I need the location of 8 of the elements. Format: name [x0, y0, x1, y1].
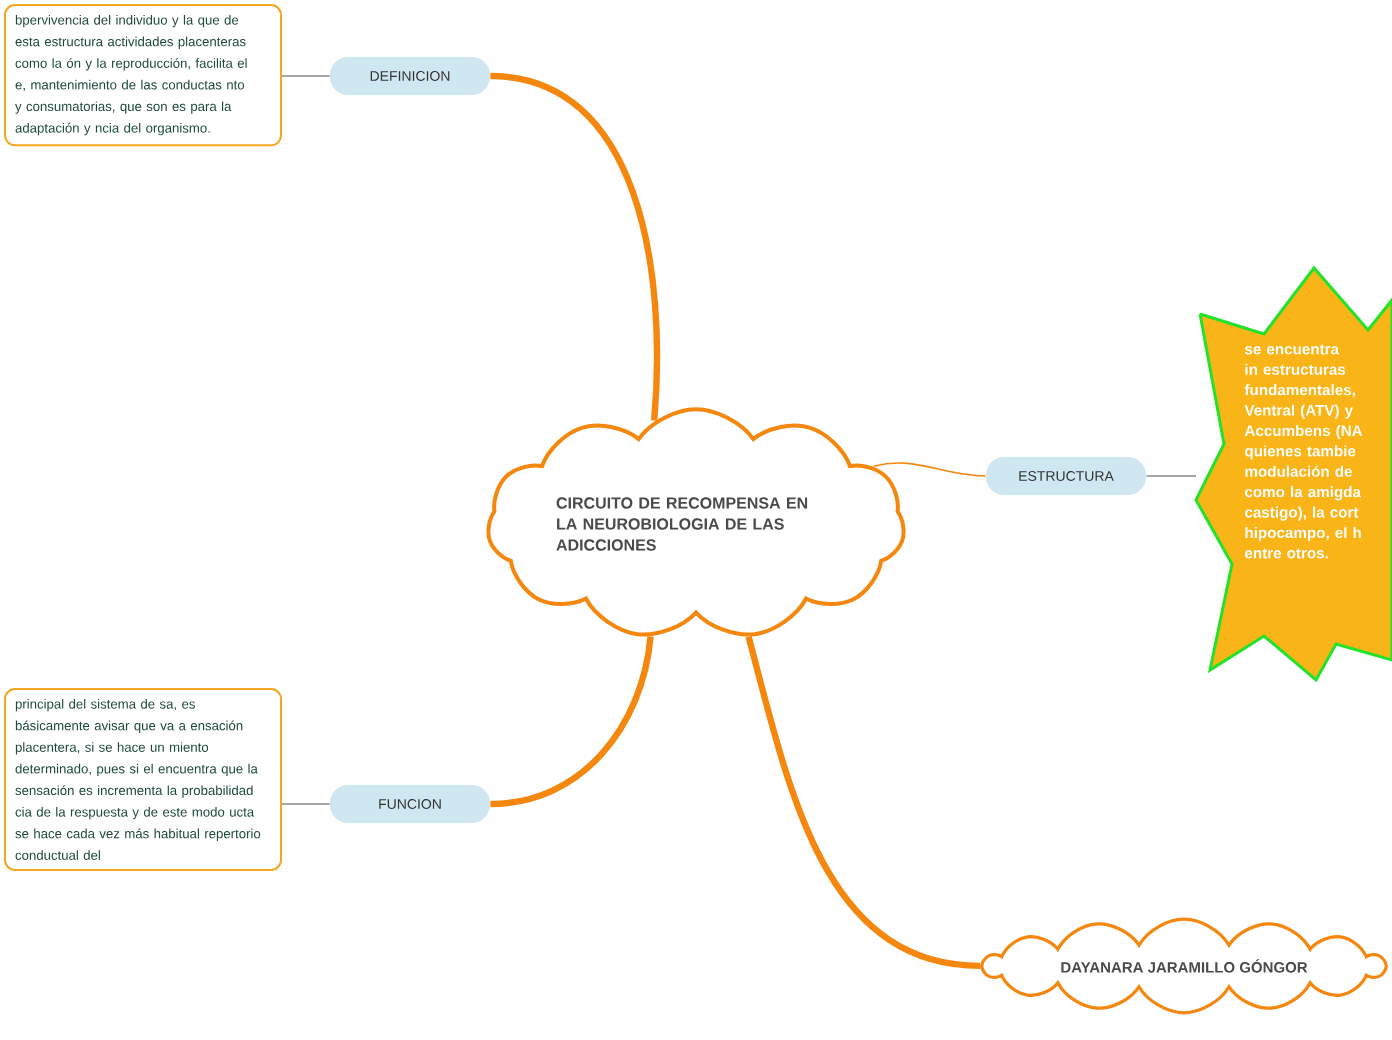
connector-line: [745, 635, 981, 970]
connector-line: [872, 462, 987, 477]
connector-line: [490, 72, 661, 421]
connector-line: [281, 803, 331, 805]
connector-line: [1145, 475, 1197, 477]
connector-line: [281, 75, 331, 77]
central-cloud: CIRCUITO DE RECOMPENSA EN LA NEUROBIOLOGIA DE LAS ADICCIONES: [486, 407, 906, 637]
connector-line: [490, 636, 654, 808]
